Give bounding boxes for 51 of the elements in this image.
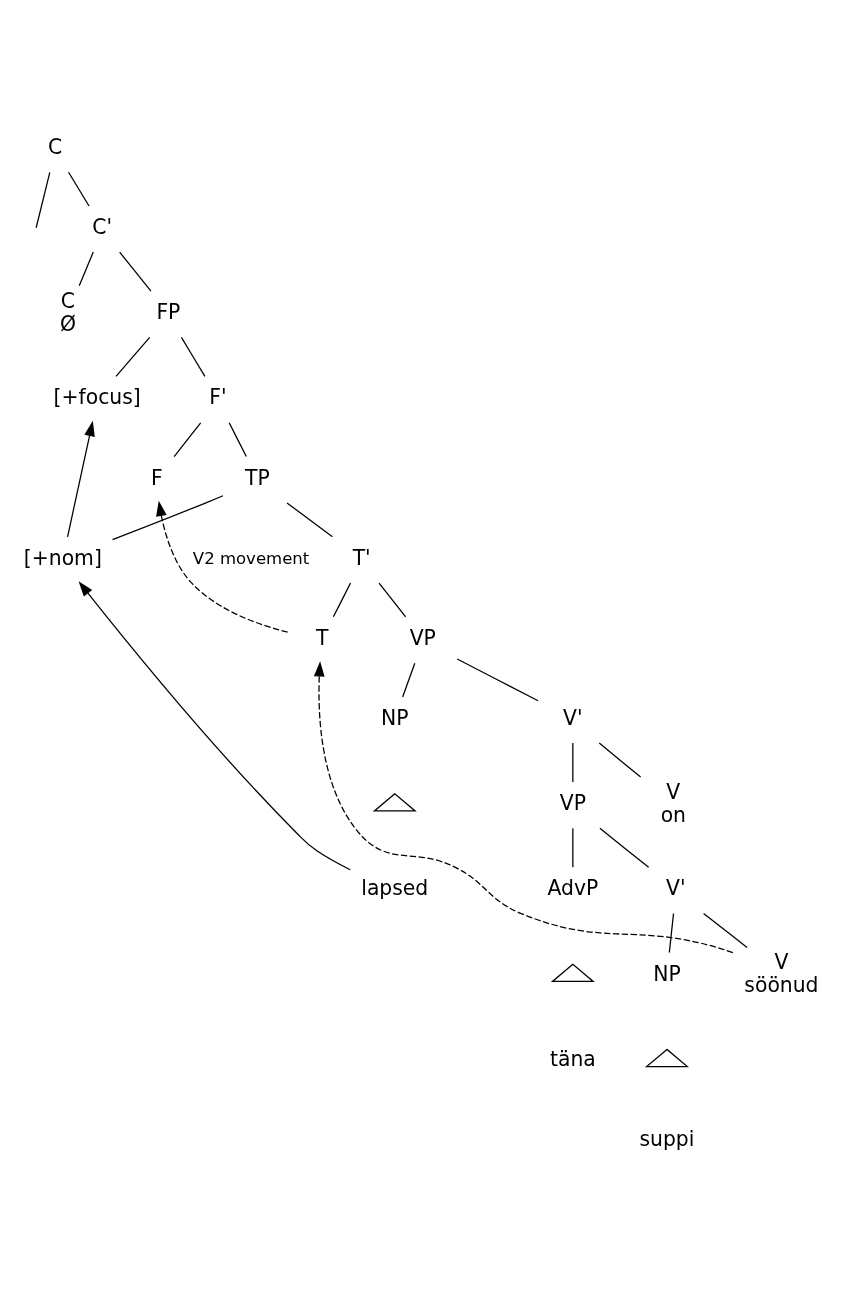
connector [402,662,416,698]
connector [228,421,247,457]
node-text: F [151,464,163,489]
connector [78,250,94,286]
node-text: suppi [639,1126,695,1151]
arrow [78,580,351,870]
connector [668,912,675,953]
connector [572,827,574,868]
node-text: TP [245,464,270,489]
node-text: FP [156,299,181,324]
node-text: NP [653,961,681,986]
connector [173,421,202,457]
connector [598,741,642,778]
connector [67,171,90,207]
node-text: T [316,625,329,650]
connector [35,171,51,228]
node-text: V söönud [744,949,819,997]
node-text: C' [92,214,113,239]
arrow [66,420,95,537]
connector [180,336,206,377]
node-text: lapsed [361,875,429,900]
connector [115,336,151,377]
connector [119,250,152,292]
node-text: C Ø [59,288,76,336]
node-triangle [644,1048,690,1067]
arrow [156,500,289,633]
node-text: V on [660,779,686,827]
node-text: AdvP [547,875,599,900]
arrow [313,660,734,953]
connector [456,657,539,701]
node-text: [+nom] [23,545,102,570]
node-text: V' [563,705,583,730]
node-text: NP [381,705,409,730]
node-text: VP [559,790,586,815]
connector [378,581,407,617]
node-text: T' [352,545,371,570]
connector [599,827,650,868]
node-text: täna [549,1046,596,1071]
node-text: F' [209,384,227,409]
edge-label: V2 movement [192,548,310,568]
connector [572,741,574,783]
connector [111,494,224,540]
node-text: V' [666,875,686,900]
node-text: VP [409,625,436,650]
node-text: C [48,134,63,159]
node-triangle [550,962,595,982]
node-text: [+focus] [53,384,141,409]
connector [286,501,334,537]
connector [702,912,748,948]
node-triangle [372,792,417,812]
connector [332,581,352,617]
